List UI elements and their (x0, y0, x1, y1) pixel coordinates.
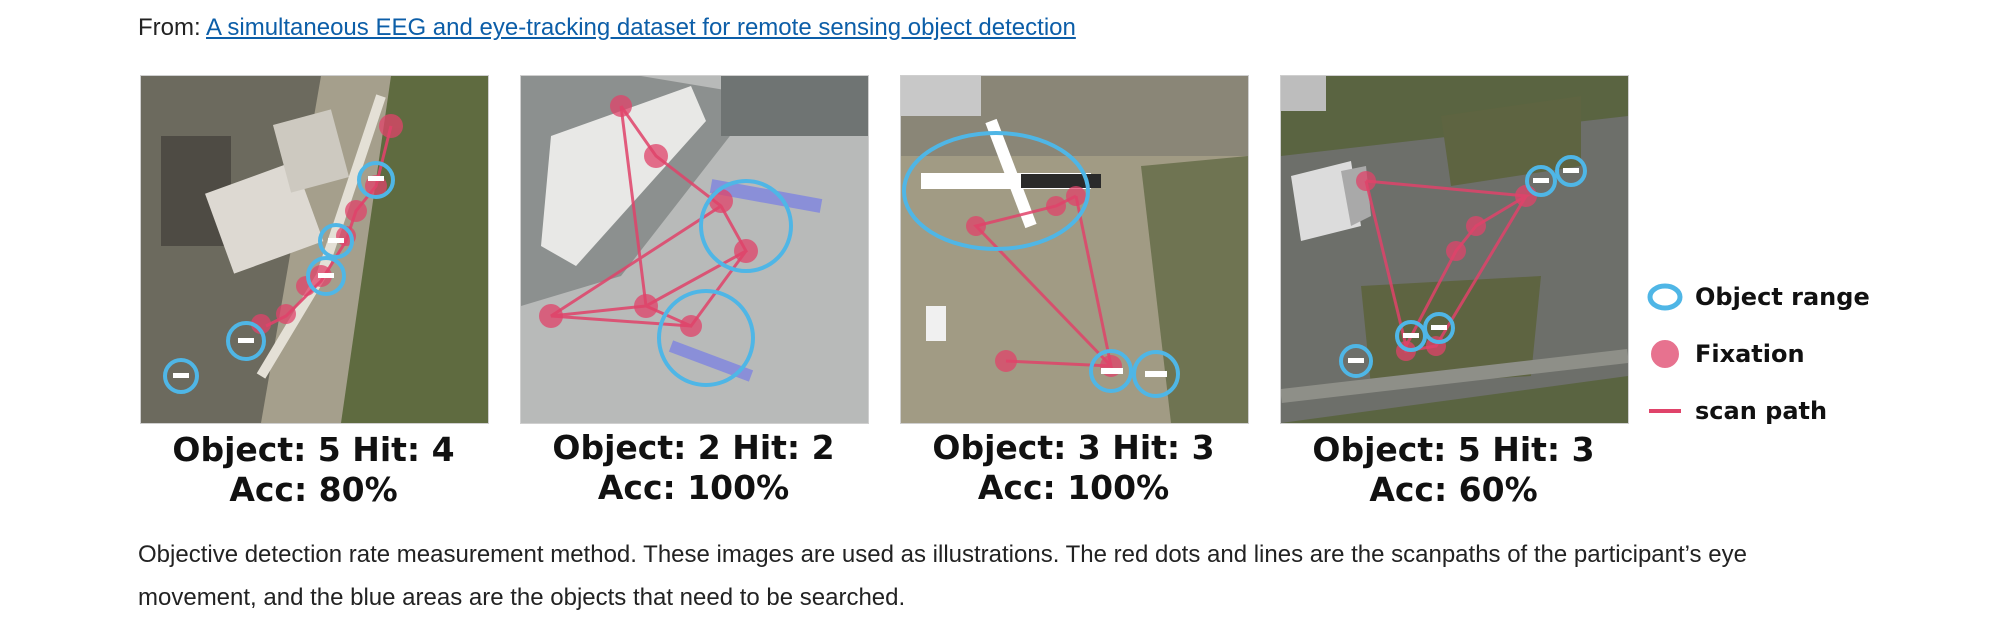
figure-panel-2 (520, 75, 869, 424)
panel-2-accuracy: Acc: 100% (597, 468, 790, 507)
figure-legend: Object range Fixation scan path (1645, 268, 1870, 439)
red-dot-icon (1651, 339, 1679, 368)
legend-item-scan-path: scan path (1645, 382, 1870, 439)
panel-3-counts: Object: 3 Hit: 3 (932, 428, 1215, 467)
panel-2-caption: Object: 2 Hit: 2 Acc: 100% (520, 428, 867, 508)
legend-label-object-range: Object range (1695, 282, 1870, 311)
panel-3-caption: Object: 3 Hit: 3 Acc: 100% (900, 428, 1247, 508)
legend-label-scan-path: scan path (1695, 396, 1828, 425)
figure-panel-1 (140, 75, 489, 424)
red-line-icon (1649, 408, 1681, 413)
panel-4-counts: Object: 5 Hit: 3 (1312, 430, 1595, 469)
aerial-image-2 (521, 76, 868, 423)
legend-item-object-range: Object range (1645, 268, 1870, 325)
aerial-image-1 (141, 76, 488, 423)
from-prefix: From: (138, 14, 201, 41)
aerial-image-3 (901, 76, 1248, 423)
figure-caption: Objective detection rate measurement met… (138, 541, 1747, 611)
source-line: From: A simultaneous EEG and eye-trackin… (138, 12, 1076, 44)
panel-1-caption: Object: 5 Hit: 4 Acc: 80% (140, 430, 487, 510)
legend-label-fixation: Fixation (1695, 339, 1805, 368)
panel-3-accuracy: Acc: 100% (977, 468, 1170, 507)
panel-4-accuracy: Acc: 60% (1369, 470, 1538, 509)
aerial-image-4 (1281, 76, 1628, 423)
blue-ring-icon (1647, 283, 1683, 310)
panel-2-counts: Object: 2 Hit: 2 (552, 428, 835, 467)
legend-item-fixation: Fixation (1645, 325, 1870, 382)
panel-1-accuracy: Acc: 80% (229, 470, 398, 509)
figure-panel-4 (1280, 75, 1629, 424)
figure-panel-3 (900, 75, 1249, 424)
panel-1-counts: Object: 5 Hit: 4 (172, 430, 455, 469)
panel-4-caption: Object: 5 Hit: 3 Acc: 60% (1280, 430, 1627, 510)
article-title-link[interactable]: A simultaneous EEG and eye-tracking data… (206, 14, 1076, 41)
